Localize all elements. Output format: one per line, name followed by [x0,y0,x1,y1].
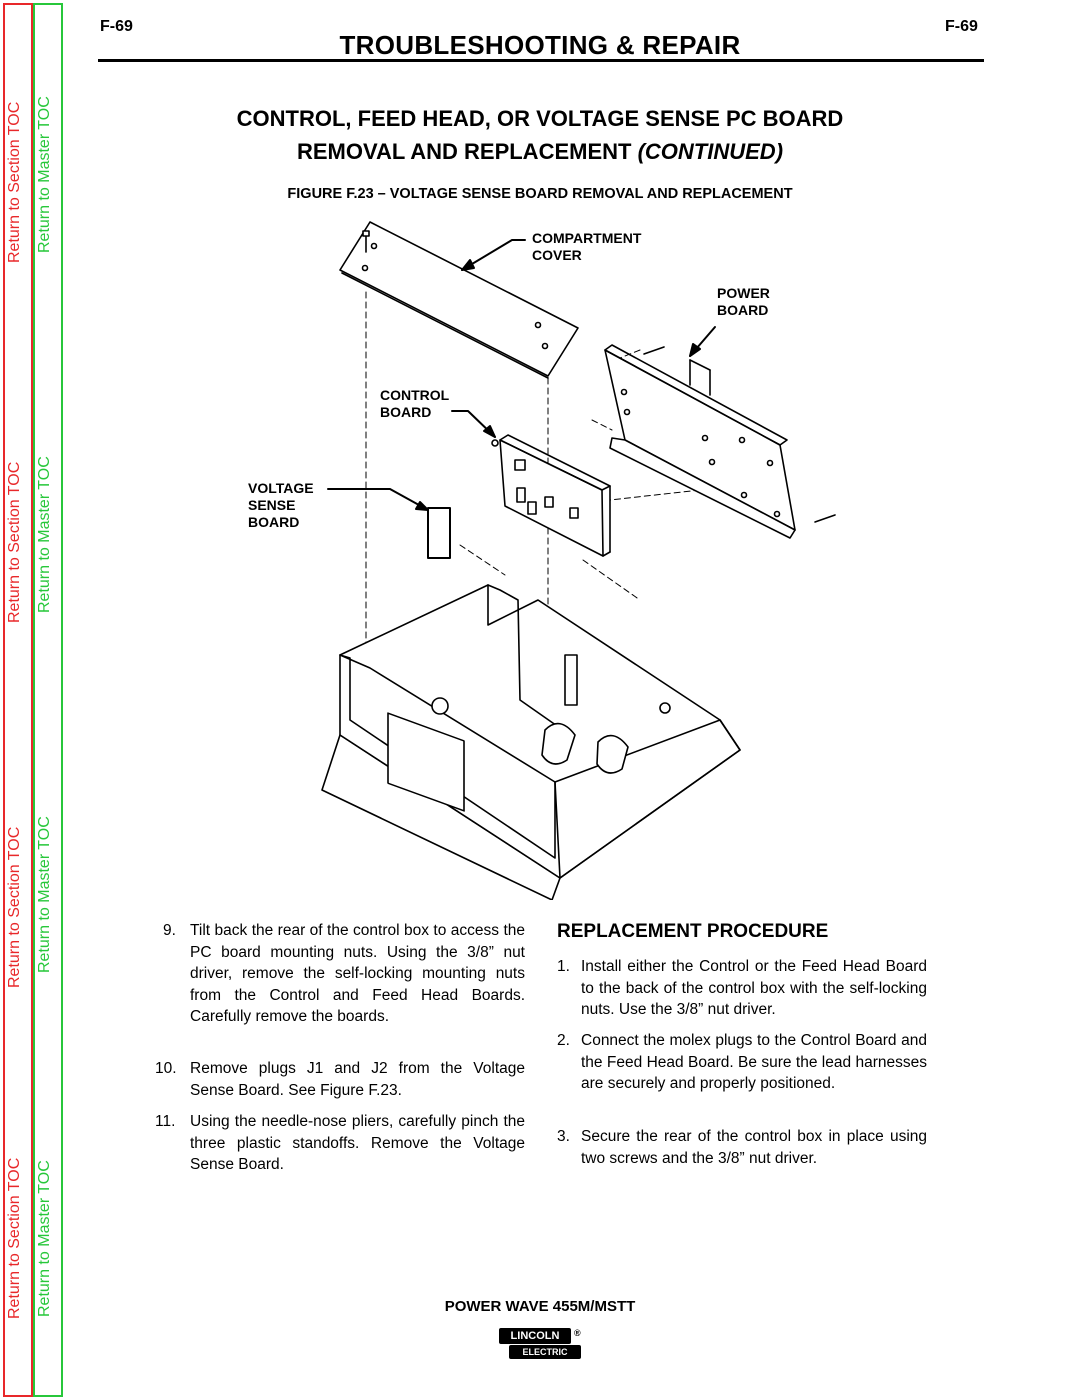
power-board-drawing [604,344,836,539]
replacement-step-2: 2. Connect the molex plugs to the Contro… [557,1030,927,1118]
voltage-sense-board-diagram [321,221,836,900]
replacement-step-3: 3. Secure the rear of the control box in… [557,1126,927,1171]
compartment-cover-drawing [339,221,579,379]
logo-registered-mark: ® [574,1328,581,1338]
label-text: COVER [532,247,582,263]
logo-top-text: LINCOLN [499,1328,571,1344]
label-text: VOLTAGE [248,480,314,496]
lincoln-electric-logo: LINCOLN ® ELECTRIC [499,1328,585,1362]
step-text: Secure the rear of the control box in pl… [581,1128,927,1167]
step-text: Tilt back the rear of the control box to… [190,922,525,1025]
master-toc-bar: Return to Master TOC Return to Master TO… [33,3,63,1397]
section-title-continued: (CONTINUED) [637,139,784,164]
removal-step-11: 11. Using the needle-nose pliers, carefu… [155,1111,525,1177]
section-title-line1: CONTROL, FEED HEAD, OR VOLTAGE SENSE PC … [236,106,844,131]
header-divider [98,59,984,62]
label-leaders [327,239,716,511]
step-number: 2. [557,1032,570,1049]
label-text: COMPARTMENT [532,230,642,246]
section-toc-bar: Return to Section TOC Return to Section … [3,3,33,1397]
label-text: BOARD [380,404,432,420]
label-text: POWER [717,285,770,301]
return-to-section-toc-link[interactable]: Return to Section TOC [6,826,23,988]
label-control-board: CONTROL BOARD [380,387,449,421]
removal-step-9: 9. Tilt back the rear of the control box… [163,920,525,1050]
figure-caption: FIGURE F.23 – VOLTAGE SENSE BOARD REMOVA… [287,186,793,202]
label-compartment-cover: COMPARTMENT COVER [532,230,641,264]
step-number: 3. [557,1128,570,1145]
step-number: 10. [155,1060,177,1077]
step-text: Using the needle-nose pliers, carefully … [190,1113,525,1173]
step-text: Connect the molex plugs to the Control B… [581,1032,927,1092]
step-text: Install either the Control or the Feed H… [581,958,927,1018]
voltage-sense-board-drawing [427,507,451,559]
step-number: 9. [163,922,176,939]
removal-step-10: 10. Remove plugs J1 and J2 from the Volt… [155,1058,525,1103]
control-box-drawing [321,584,741,900]
logo-bottom-text: ELECTRIC [509,1345,581,1359]
label-power-board: POWER BOARD [717,285,770,319]
replacement-step-1: 1. Install either the Control or the Fee… [557,956,927,1022]
label-text: SENSE [248,497,296,513]
section-title-plain: REMOVAL AND REPLACEMENT [296,139,632,164]
step-number: 1. [557,958,570,975]
label-voltage-sense-board: VOLTAGE SENSE BOARD [248,480,314,531]
label-text: BOARD [717,302,769,318]
return-to-master-toc-link[interactable]: Return to Master TOC [36,816,53,973]
page-number-right: F-69 [945,18,978,35]
step-text: Remove plugs J1 and J2 from the Voltage … [190,1060,525,1099]
step-number: 11. [155,1113,176,1130]
section-title-line2: REMOVAL AND REPLACEMENT (CONTINUED) [0,139,1080,165]
label-text: CONTROL [380,387,450,403]
label-text: BOARD [248,514,300,530]
page-header-title: TROUBLESHOOTING & REPAIR [339,30,741,60]
replacement-procedure-heading: REPLACEMENT PROCEDURE [557,921,829,942]
product-model-footer: POWER WAVE 455M/MSTT [444,1298,636,1315]
control-board-drawing [491,434,611,557]
page-number-left: F-69 [100,18,133,35]
